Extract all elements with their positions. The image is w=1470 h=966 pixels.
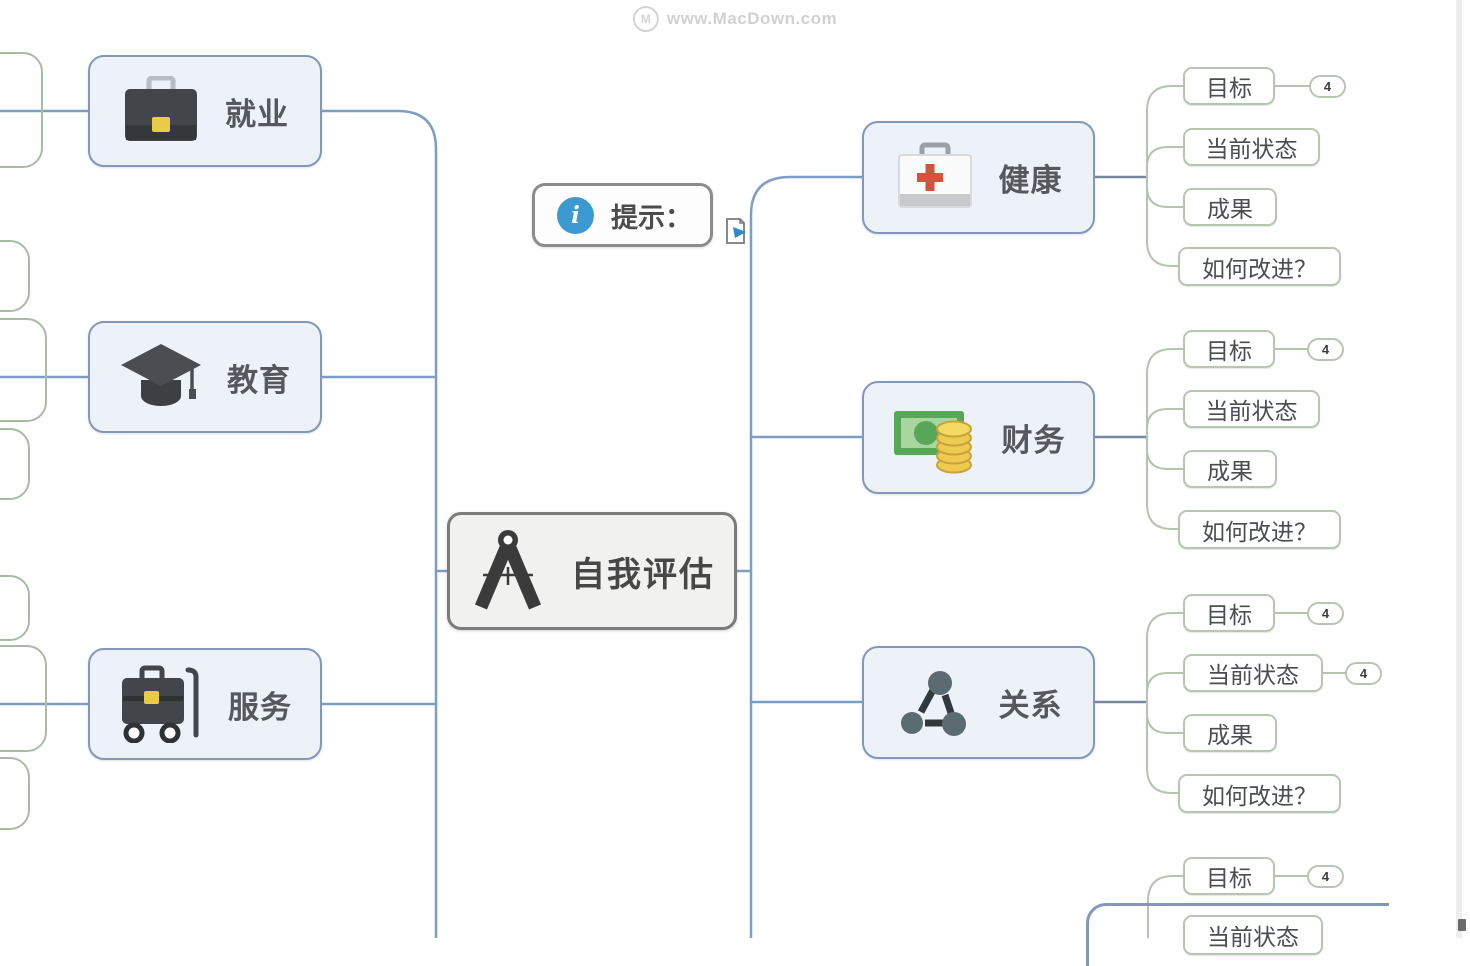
- boundary-stub: [0, 52, 43, 168]
- subtopic-how-to-improve[interactable]: 如何改进？: [1178, 774, 1341, 813]
- subtopic-goal[interactable]: 目标: [1183, 594, 1275, 632]
- partial-topic: [1086, 903, 1389, 966]
- subtopic-goal[interactable]: 目标: [1183, 67, 1275, 105]
- subtopic-label: 目标: [1206, 338, 1252, 364]
- subtopic-label: 成果: [1207, 196, 1253, 222]
- info-icon: i: [557, 196, 594, 234]
- tip-label: 提示：: [611, 202, 692, 233]
- badge-count: 4: [1359, 666, 1368, 681]
- topic-label: 健康: [998, 163, 1063, 198]
- subtopic-achievements[interactable]: 成果: [1183, 450, 1277, 488]
- subtopic-label: 当前状态: [1207, 662, 1299, 688]
- topic-employment[interactable]: 就业: [88, 55, 322, 167]
- boundary-stub: [0, 757, 30, 830]
- count-badge[interactable]: 4: [1345, 662, 1382, 685]
- count-badge[interactable]: 4: [1309, 75, 1346, 98]
- count-badge[interactable]: 4: [1307, 338, 1344, 361]
- subtopic-goal[interactable]: 目标: [1183, 857, 1275, 895]
- root-topic[interactable]: 自我评估: [447, 512, 737, 630]
- badge-count: 4: [1323, 79, 1332, 94]
- subtopic-label: 如何改进？: [1202, 255, 1317, 282]
- subtopic-label: 当前状态: [1205, 136, 1298, 162]
- topic-label: 教育: [227, 362, 291, 398]
- topic-health[interactable]: 健康: [862, 121, 1095, 234]
- subtopic-label: 成果: [1207, 458, 1253, 484]
- subtopic-label: 当前状态: [1205, 398, 1298, 424]
- topic-label: 就业: [225, 96, 289, 132]
- topic-label: 关系: [998, 688, 1063, 723]
- count-badge[interactable]: 4: [1307, 865, 1344, 888]
- topic-finance[interactable]: 财务: [862, 381, 1095, 494]
- subtopic-current-status[interactable]: 当前状态: [1183, 390, 1320, 428]
- connector-layer: [0, 85, 1346, 938]
- boundary-stub: [0, 428, 30, 500]
- subtopic-achievements[interactable]: 成果: [1183, 188, 1277, 226]
- count-badge[interactable]: 4: [1307, 602, 1344, 625]
- subtopic-goal[interactable]: 目标: [1183, 330, 1275, 368]
- topic-service[interactable]: 服务: [88, 648, 322, 760]
- watermark-text: www.MacDown.com: [666, 9, 838, 28]
- subtopic-current-status[interactable]: 当前状态: [1183, 915, 1323, 955]
- topic-education[interactable]: 教育: [88, 321, 322, 433]
- watermark: M www.MacDown.com: [632, 6, 838, 32]
- badge-count: 4: [1321, 869, 1330, 884]
- subtopic-label: 当前状态: [1207, 924, 1299, 950]
- boundary-stub: [0, 318, 47, 422]
- boundary-stub: [0, 645, 47, 752]
- luggage-cart-icon: [118, 665, 204, 743]
- boundary-stub: [0, 240, 30, 312]
- subtopic-label: 如何改进？: [1202, 782, 1317, 809]
- tip-note[interactable]: i 提示：: [532, 183, 713, 247]
- briefcase-icon: [121, 76, 201, 146]
- subtopic-label: 目标: [1206, 865, 1252, 891]
- subtopic-achievements[interactable]: 成果: [1183, 714, 1277, 752]
- subtopic-label: 如何改进？: [1202, 518, 1317, 545]
- subtopic-current-status[interactable]: 当前状态: [1183, 654, 1323, 692]
- badge-count: 4: [1321, 606, 1330, 621]
- topic-label: 财务: [1001, 423, 1066, 458]
- topic-relationships[interactable]: 关系: [862, 646, 1095, 759]
- subtopic-current-status[interactable]: 当前状态: [1183, 128, 1320, 166]
- network-icon: [895, 668, 975, 738]
- screen-edge-mark: [1458, 919, 1466, 931]
- subtopic-label: 目标: [1206, 602, 1252, 628]
- money-icon: [892, 401, 978, 475]
- graduation-cap-icon: [119, 342, 203, 412]
- badge-count: 4: [1321, 342, 1330, 357]
- macdown-logo-icon: M: [632, 6, 659, 32]
- first-aid-kit-icon: [895, 142, 975, 214]
- compass-icon: [469, 527, 547, 615]
- subtopic-how-to-improve[interactable]: 如何改进？: [1178, 510, 1341, 549]
- boundary-stub: [0, 575, 30, 641]
- screen-edge-strip: [1456, 0, 1462, 938]
- subtopic-label: 成果: [1207, 722, 1253, 748]
- subtopic-how-to-improve[interactable]: 如何改进？: [1178, 247, 1341, 286]
- notes-marker-icon[interactable]: [724, 218, 748, 244]
- topic-label: 服务: [228, 689, 292, 725]
- subtopic-label: 目标: [1206, 75, 1252, 101]
- root-topic-label: 自我评估: [571, 555, 715, 594]
